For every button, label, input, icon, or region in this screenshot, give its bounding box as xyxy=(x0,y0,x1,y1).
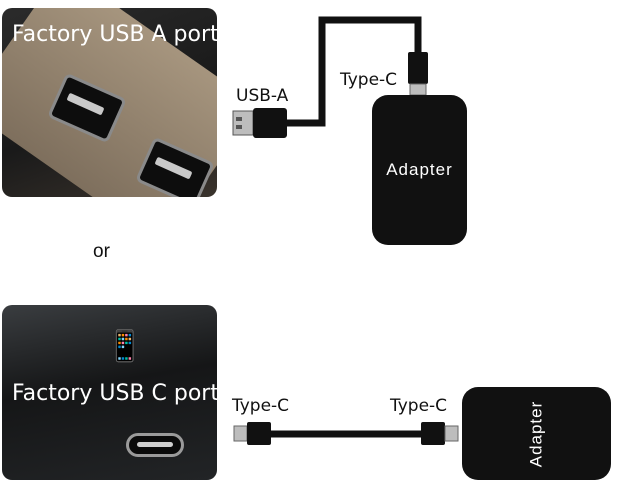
phone-icon: 📱 xyxy=(106,330,144,363)
usb-a-port-photo: Factory USB A port xyxy=(2,8,217,197)
type-c-plug-right xyxy=(421,422,459,445)
adapter-box-top: Adapter xyxy=(372,95,467,245)
usb-a-plug xyxy=(232,108,287,138)
or-separator: or xyxy=(93,241,110,262)
adapter-label-bottom: Adapter xyxy=(526,400,546,467)
adapter-label-top: Adapter xyxy=(386,160,453,179)
type-c-label-right: Type-C xyxy=(390,396,448,416)
usb-c-photo-caption: Factory USB C port xyxy=(12,381,217,406)
top-cable xyxy=(287,16,422,127)
usb-c-port xyxy=(126,433,184,457)
type-c-plug-top xyxy=(408,52,428,96)
usb-a-label: USB-A xyxy=(236,86,289,106)
usb-c-port-photo: 📱 Factory USB C port xyxy=(2,305,217,480)
type-c-label-left: Type-C xyxy=(232,396,290,416)
usb-a-photo-caption: Factory USB A port xyxy=(12,22,217,47)
type-c-label-top: Type-C xyxy=(340,70,398,90)
type-c-plug-left xyxy=(233,422,271,445)
adapter-box-bottom: Adapter xyxy=(462,387,611,480)
